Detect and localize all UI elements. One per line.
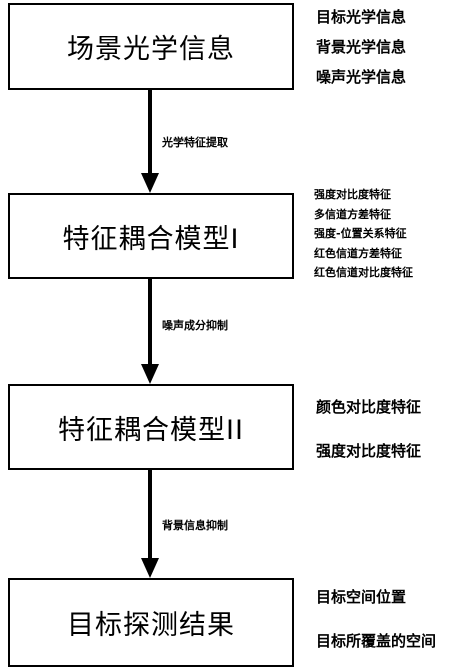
note-multichannel-variance: 多信道方差特征 bbox=[314, 208, 391, 221]
note-red-channel-variance: 红色信道方差特征 bbox=[314, 247, 402, 260]
arrow-head-2 bbox=[141, 364, 159, 384]
arrow-head-3 bbox=[141, 558, 159, 578]
note-target-spatial-position: 目标空间位置 bbox=[316, 588, 407, 606]
box-scene-optical-info: 场景光学信息 bbox=[8, 3, 294, 90]
note-intensity-contrast-2: 强度对比度特征 bbox=[316, 442, 422, 460]
box-feature-coupling-model-2: 特征耦合模型ⅠⅠ bbox=[8, 384, 294, 470]
note-noise-optical-info: 噪声光学信息 bbox=[316, 68, 407, 86]
note-target-optical-info: 目标光学信息 bbox=[316, 8, 407, 26]
note-intensity-position: 强度-位置关系特征 bbox=[314, 227, 407, 240]
box-label: 场景光学信息 bbox=[67, 34, 235, 65]
note-background-optical-info: 背景光学信息 bbox=[316, 38, 407, 56]
note-intensity-contrast: 强度对比度特征 bbox=[314, 188, 391, 201]
box-label: 特征耦合模型ⅠⅠ bbox=[58, 414, 244, 446]
step-label-optical-feature-extraction: 光学特征提取 bbox=[162, 136, 228, 149]
box-label: 目标探测结果 bbox=[67, 610, 235, 641]
box-target-detection-result: 目标探测结果 bbox=[8, 578, 294, 667]
box-feature-coupling-model-1: 特征耦合模型Ⅰ bbox=[8, 193, 294, 279]
note-target-covered-space: 目标所覆盖的空间 bbox=[316, 632, 437, 650]
note-red-channel-contrast: 红色信道对比度特征 bbox=[314, 266, 413, 279]
box-label: 特征耦合模型Ⅰ bbox=[62, 223, 240, 255]
note-color-contrast: 颜色对比度特征 bbox=[316, 398, 422, 416]
arrow-head-1 bbox=[141, 173, 159, 193]
step-label-background-suppression: 背景信息抑制 bbox=[162, 519, 228, 532]
step-label-noise-suppression: 噪声成分抑制 bbox=[162, 319, 228, 332]
